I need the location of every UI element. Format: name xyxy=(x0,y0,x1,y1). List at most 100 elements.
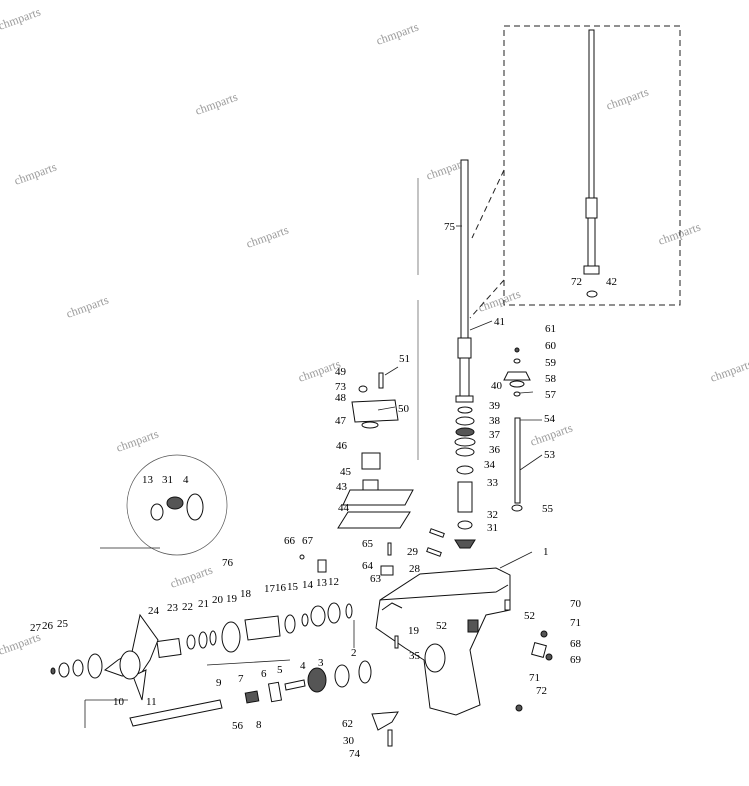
callout-34: 34 xyxy=(484,459,496,471)
callout-60: 60 xyxy=(545,340,557,352)
callout-71: 71 xyxy=(570,617,581,629)
watermark: chmparts xyxy=(476,287,522,315)
callout-59: 59 xyxy=(545,357,557,369)
driveshaft xyxy=(417,159,474,460)
callout-35: 35 xyxy=(409,650,421,662)
watermark: chmparts xyxy=(244,223,290,251)
callout-4: 4 xyxy=(300,660,306,672)
callout-38: 38 xyxy=(489,415,501,427)
callout-6: 6 xyxy=(261,668,267,680)
callout-16: 16 xyxy=(275,582,287,594)
callout-40: 40 xyxy=(491,380,503,392)
watermark: chmparts xyxy=(656,220,702,248)
callout-2: 2 xyxy=(351,647,357,659)
callout-13: 13 xyxy=(316,577,328,589)
callout-23: 23 xyxy=(167,602,179,614)
callout-48: 48 xyxy=(335,392,347,404)
callout-14: 14 xyxy=(302,579,314,591)
bearing-carrier-assembly xyxy=(156,602,353,659)
callout-47: 47 xyxy=(335,415,347,427)
callout-31: 31 xyxy=(487,522,498,534)
propeller-assembly xyxy=(50,613,159,701)
callout-76: 76 xyxy=(222,557,234,569)
propeller-shaft-assembly xyxy=(129,660,372,727)
callout-74: 74 xyxy=(349,748,361,760)
watermark: chmparts xyxy=(193,90,239,118)
watermark: chmparts xyxy=(374,20,420,48)
callout-49: 49 xyxy=(335,366,347,378)
gear-case-housing xyxy=(375,567,511,716)
callout-62: 62 xyxy=(342,718,353,730)
callout-9: 9 xyxy=(216,677,222,689)
callout-68: 68 xyxy=(570,638,582,650)
callout-26: 26 xyxy=(42,620,54,632)
leader-lines xyxy=(84,225,543,728)
watermark: chmparts xyxy=(12,160,58,188)
callout-15: 15 xyxy=(287,581,299,593)
callout-1: 1 xyxy=(543,546,549,558)
callout-66: 66 xyxy=(284,535,296,547)
watermark: chmparts xyxy=(64,293,110,321)
callout-12: 12 xyxy=(328,576,339,588)
callout-46: 46 xyxy=(336,440,348,452)
callout-11: 11 xyxy=(146,696,157,708)
callout-39: 39 xyxy=(489,400,501,412)
callout-31-inset: 31 xyxy=(162,474,173,486)
callout-24: 24 xyxy=(148,605,160,617)
callout-70: 70 xyxy=(570,598,582,610)
callout-42: 42 xyxy=(606,276,617,288)
callout-19-case: 19 xyxy=(408,625,420,637)
callout-72-inset: 72 xyxy=(571,276,582,288)
callout-61: 61 xyxy=(545,323,556,335)
callout-43: 43 xyxy=(336,481,348,493)
callout-37: 37 xyxy=(489,429,501,441)
callout-7: 7 xyxy=(238,673,244,685)
callout-63: 63 xyxy=(370,573,382,585)
watermark: chmparts xyxy=(0,5,43,33)
callout-44: 44 xyxy=(338,502,350,514)
callout-51: 51 xyxy=(399,353,410,365)
callout-73: 73 xyxy=(335,381,347,393)
callout-55: 55 xyxy=(542,503,554,515)
callout-41: 41 xyxy=(494,316,505,328)
watermark: chmparts xyxy=(604,85,650,113)
callout-21: 21 xyxy=(198,598,209,610)
callout-45: 45 xyxy=(340,466,352,478)
callout-22: 22 xyxy=(182,601,193,613)
callout-25: 25 xyxy=(57,618,69,630)
callout-19: 19 xyxy=(226,593,238,605)
callout-57: 57 xyxy=(545,389,557,401)
callout-13-inset: 13 xyxy=(142,474,154,486)
callout-75: 75 xyxy=(444,221,456,233)
callout-27: 27 xyxy=(30,622,42,634)
callout-33: 33 xyxy=(487,477,499,489)
callout-4-inset: 4 xyxy=(183,474,189,486)
callout-5: 5 xyxy=(277,664,283,676)
misc-fasteners xyxy=(299,528,553,712)
callout-28: 28 xyxy=(409,563,421,575)
callout-32: 32 xyxy=(487,509,498,521)
callout-52-case: 52 xyxy=(436,620,447,632)
water-pump-assembly xyxy=(337,372,414,529)
callout-56: 56 xyxy=(232,720,244,732)
callout-3: 3 xyxy=(318,657,324,669)
watermark: chmparts xyxy=(168,563,214,591)
callout-52: 52 xyxy=(524,610,535,622)
shift-rod-assembly xyxy=(503,347,531,512)
watermark: chmparts xyxy=(114,427,160,455)
callout-67: 67 xyxy=(302,535,314,547)
callout-36: 36 xyxy=(489,444,501,456)
callout-69: 69 xyxy=(570,654,582,666)
part-callouts: 1 2 3 4 4 5 6 7 8 9 10 11 12 13 13 14 15… xyxy=(30,221,617,760)
callout-58: 58 xyxy=(545,373,557,385)
bearing-stack xyxy=(454,406,476,549)
callout-71-lower: 71 xyxy=(529,672,540,684)
callout-54: 54 xyxy=(544,413,556,425)
callout-29: 29 xyxy=(407,546,419,558)
watermarks: chmparts chmparts chmparts chmparts chmp… xyxy=(0,5,749,658)
callout-50: 50 xyxy=(398,403,410,415)
callout-20: 20 xyxy=(212,594,224,606)
callout-72: 72 xyxy=(536,685,547,697)
callout-18: 18 xyxy=(240,588,252,600)
